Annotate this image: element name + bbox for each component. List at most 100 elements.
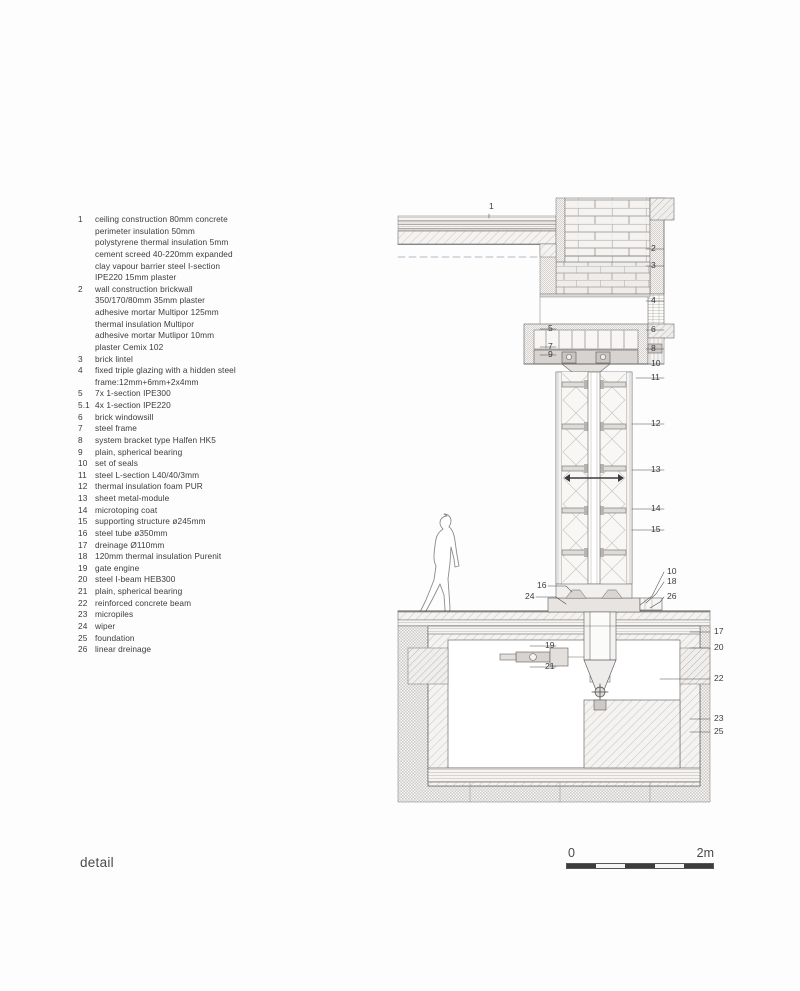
callout-number: 17 bbox=[714, 626, 724, 636]
legend-item-line: clay vapour barrier steel I-section bbox=[95, 260, 221, 271]
legend-item-text: 4x 1-section IPE220 bbox=[95, 400, 278, 412]
callout-number: 13 bbox=[651, 464, 661, 474]
legend-item-number: 23 bbox=[78, 609, 88, 620]
legend-item-text: foundation bbox=[95, 633, 278, 645]
micropiles bbox=[469, 781, 651, 803]
legend-item-text: gate engine bbox=[95, 563, 278, 575]
scale-bar: 0 2m bbox=[566, 846, 714, 869]
legend-item-number: 2 bbox=[78, 283, 83, 294]
legend-item-line: wall construction brickwall bbox=[95, 283, 193, 294]
legend-item: 14 microtoping coat bbox=[78, 505, 278, 517]
callout-number: 5 bbox=[548, 323, 553, 333]
callout-number: 6 bbox=[651, 324, 656, 334]
legend-item-text: steel L-section L40/40/3mm bbox=[95, 470, 278, 482]
legend-item-line: plain, spherical bearing bbox=[95, 586, 183, 596]
brick-lintel bbox=[555, 261, 651, 295]
legend-item-number: 13 bbox=[78, 493, 88, 503]
legend-item-line: reinforced concrete beam bbox=[95, 597, 192, 608]
callout-number: 23 bbox=[714, 713, 724, 723]
legend-item-text: microtoping coat bbox=[95, 505, 278, 517]
gate-column bbox=[555, 371, 633, 585]
callout-number: 22 bbox=[714, 673, 724, 683]
legend-item-number: 11 bbox=[78, 469, 87, 480]
legend-item-line: steel L-section L40/40/3mm bbox=[95, 469, 200, 480]
callout-number: 20 bbox=[714, 642, 724, 652]
scale-label-start: 0 bbox=[568, 846, 575, 860]
legend-item: 26 linear dreinage bbox=[78, 644, 278, 656]
callout-number: 26 bbox=[667, 591, 677, 601]
callout-number: 16 bbox=[537, 580, 547, 590]
callout-number: 11 bbox=[651, 372, 660, 382]
scale-segment bbox=[654, 864, 684, 868]
legend-item-line: supporting structure ø245mm bbox=[95, 516, 206, 527]
callout-number: 8 bbox=[651, 343, 656, 353]
legend-item-text: steel I-beam HEB300 bbox=[95, 574, 278, 586]
legend-item-text: 120mm thermal insulation Purenit bbox=[95, 551, 278, 563]
legend-item-line: adhesive mortar Mutlipor 10mm bbox=[95, 330, 215, 341]
legend-item-line: 7x 1-section IPE300 bbox=[95, 388, 171, 399]
legend-item-line: foundation bbox=[95, 632, 135, 643]
legend-item-line: thermal insulation foam PUR bbox=[95, 481, 203, 492]
legend-item-text: fixed triple glazing with a hidden steel… bbox=[95, 365, 278, 388]
scale-segment bbox=[683, 864, 714, 868]
callout-number: 14 bbox=[651, 503, 661, 513]
legend-item-line: system bracket type Halfen HK5 bbox=[95, 434, 216, 445]
legend-item-number: 3 bbox=[78, 353, 83, 364]
legend-item-text: sheet metal-module bbox=[95, 493, 278, 505]
callout-number: 18 bbox=[667, 576, 677, 586]
underground-pit bbox=[397, 611, 711, 803]
legend-item-number: 9 bbox=[78, 446, 83, 457]
callout-number: 1 bbox=[489, 201, 494, 211]
legend-item-number: 17 bbox=[78, 539, 88, 550]
legend-item-line: dreinage Ø110mm bbox=[95, 539, 165, 550]
legend-item-text: wiper bbox=[95, 621, 278, 633]
legend-item-line: thermal insulation Multipor bbox=[95, 318, 195, 329]
legend-item-line: polystyrene thermal insulation 5mm bbox=[95, 237, 229, 248]
legend-item-text: steel tube ø350mm bbox=[95, 528, 278, 540]
legend-item-text: micropiles bbox=[95, 609, 278, 621]
callout-number: 7 bbox=[548, 341, 553, 351]
legend-item-line: brick lintel bbox=[95, 353, 133, 364]
callout-number: 10 bbox=[651, 358, 661, 368]
legend-item-line: perimeter insulation 50mm bbox=[95, 225, 195, 236]
scale-segment bbox=[625, 864, 655, 868]
legend-item-text: linear dreinage bbox=[95, 644, 278, 656]
legend-item-text: reinforced concrete beam bbox=[95, 598, 278, 610]
legend-item-line: steel tube ø350mm bbox=[95, 527, 168, 538]
legend-item-line: brick windowsill bbox=[95, 411, 154, 422]
legend-item: 11 steel L-section L40/40/3mm bbox=[78, 470, 278, 482]
spherical-bearing-upper bbox=[561, 351, 611, 364]
scale-segment bbox=[567, 864, 597, 868]
legend-item-line: micropiles bbox=[95, 609, 134, 620]
mast-base bbox=[583, 611, 617, 711]
legend-item-number: 7 bbox=[78, 423, 83, 434]
legend-item-number: 16 bbox=[78, 527, 88, 538]
legend-item-number: 25 bbox=[78, 632, 88, 643]
legend-item-number: 22 bbox=[78, 597, 88, 608]
legend-item-line: wiper bbox=[95, 620, 116, 631]
scale-label-end: 2m bbox=[696, 846, 714, 860]
legend-item-number: 8 bbox=[78, 434, 83, 445]
brick-wall bbox=[539, 197, 675, 295]
callout-number: 12 bbox=[651, 418, 661, 428]
callout-leaders bbox=[488, 213, 711, 733]
legend-item-number: 14 bbox=[78, 504, 88, 515]
legend-item-text: set of seals bbox=[95, 458, 278, 470]
legend-item-line: 4x 1-section IPE220 bbox=[95, 400, 171, 410]
legend-item-line: adhesive mortar Multipor 125mm bbox=[95, 307, 219, 317]
legend-item-number: 26 bbox=[78, 644, 88, 655]
scale-bar-graphic bbox=[566, 863, 714, 869]
legend-item: 23 micropiles bbox=[78, 609, 278, 621]
callout-number: 4 bbox=[651, 295, 656, 305]
